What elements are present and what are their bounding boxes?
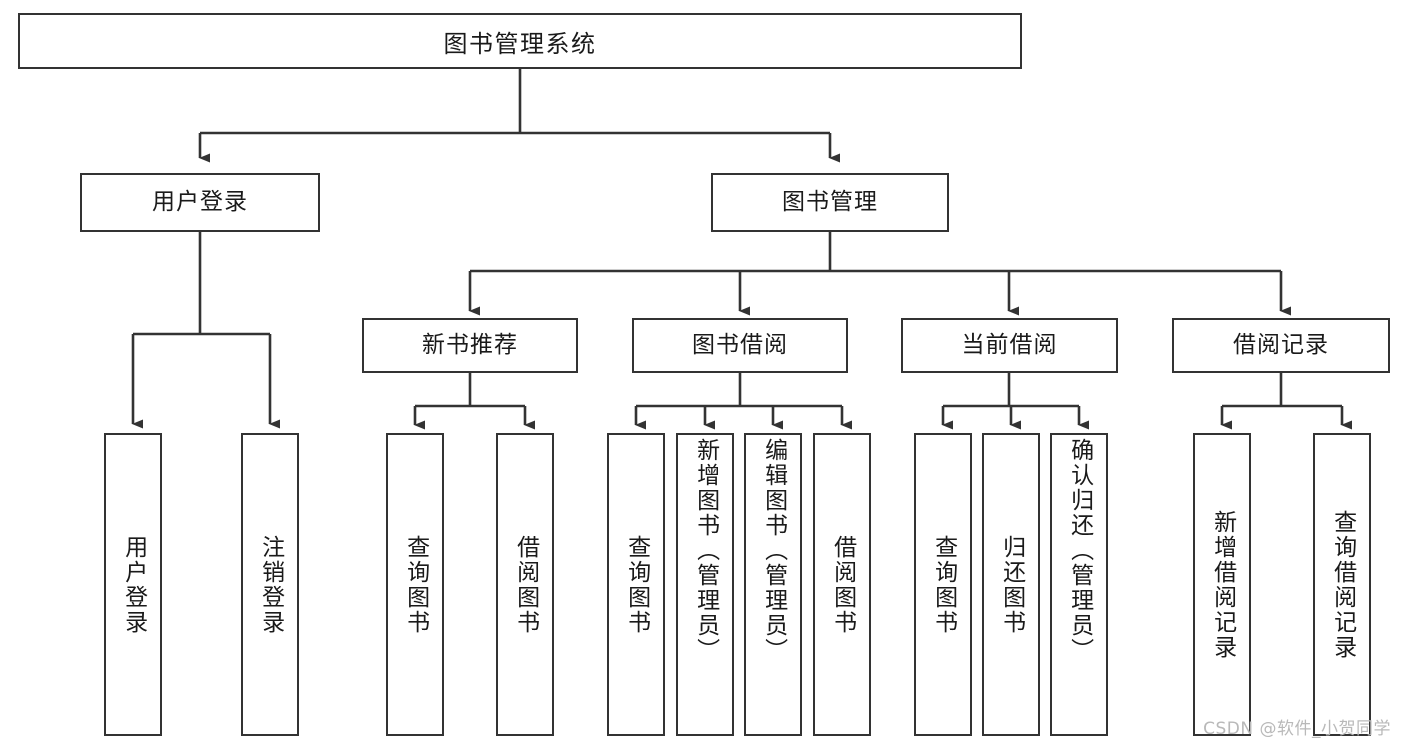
leaf-query-book-recommend[interactable]: 查询图书 [386,433,444,736]
node-root-label: 图书管理系统 [443,29,597,58]
leaf-user-login[interactable]: 用户登录 [104,433,162,736]
node-current-borrow[interactable]: 当前借阅 [901,318,1118,373]
leaf-borrow-book-borrow[interactable]: 借阅图书 [813,433,871,736]
leaf-borrow-book-recommend[interactable]: 借阅图书 [496,433,554,736]
node-user-login-label: 用户登录 [152,188,248,215]
leaf-query-book-borrow-label: 查询图书 [623,534,650,635]
node-book-borrow-label: 图书借阅 [692,331,788,358]
node-book-borrow[interactable]: 图书借阅 [632,318,848,373]
node-user-login[interactable]: 用户登录 [80,173,320,232]
watermark-text: CSDN @软件_小贺同学 [1203,719,1391,739]
node-book-manage[interactable]: 图书管理 [711,173,949,232]
leaf-user-login-label: 用户登录 [120,534,147,635]
leaf-query-borrow-record-label: 查询借阅记录 [1329,509,1356,660]
leaf-logout[interactable]: 注销登录 [241,433,299,736]
leaf-query-book-borrow[interactable]: 查询图书 [607,433,665,736]
leaf-confirm-return-admin[interactable]: 确认归还（管理员） [1050,433,1108,736]
node-new-book-recommend[interactable]: 新书推荐 [362,318,578,373]
leaf-return-book-label: 归还图书 [998,534,1025,635]
leaf-borrow-book-recommend-label: 借阅图书 [512,534,539,635]
leaf-add-book-admin[interactable]: 新增图书（管理员） [676,433,734,736]
leaf-query-book-current-label: 查询图书 [930,534,957,635]
leaf-confirm-return-admin-label: 确认归还（管理员） [1066,438,1093,663]
leaf-query-borrow-record[interactable]: 查询借阅记录 [1313,433,1371,736]
leaf-query-book-recommend-label: 查询图书 [402,534,429,635]
node-new-book-recommend-label: 新书推荐 [422,331,518,358]
leaf-edit-book-admin[interactable]: 编辑图书（管理员） [744,433,802,736]
node-book-manage-label: 图书管理 [782,188,878,215]
leaf-edit-book-admin-label: 编辑图书（管理员） [760,438,787,663]
leaf-borrow-book-borrow-label: 借阅图书 [829,534,856,635]
node-current-borrow-label: 当前借阅 [961,331,1058,358]
leaf-add-book-admin-label: 新增图书（管理员） [692,438,719,663]
leaf-query-book-current[interactable]: 查询图书 [914,433,972,736]
node-root[interactable]: 图书管理系统 [18,13,1022,69]
leaf-add-borrow-record[interactable]: 新增借阅记录 [1193,433,1251,736]
node-borrow-record-label: 借阅记录 [1233,331,1329,358]
leaf-add-borrow-record-label: 新增借阅记录 [1209,509,1236,660]
leaf-logout-label: 注销登录 [257,534,284,635]
node-borrow-record[interactable]: 借阅记录 [1172,318,1390,373]
leaf-return-book[interactable]: 归还图书 [982,433,1040,736]
